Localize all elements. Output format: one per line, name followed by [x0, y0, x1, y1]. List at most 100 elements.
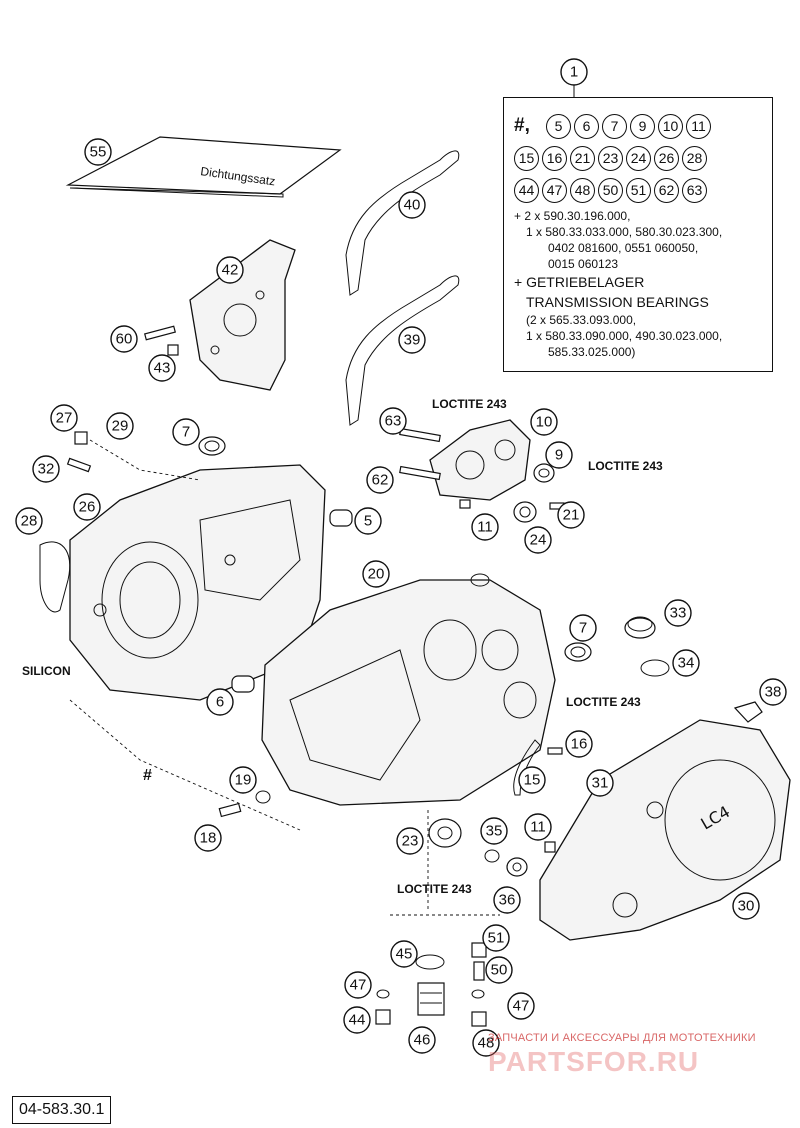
callout-1: 1	[560, 58, 588, 86]
legend-line: 585.33.025.000)	[548, 345, 636, 359]
svg-text:32: 32	[38, 461, 55, 478]
watermark: ЗАПЧАСТИ И АКСЕССУАРЫ ДЛЯ МОТОТЕХНИКИ PA…	[488, 1032, 788, 1078]
legend-symbol: 26	[654, 145, 679, 171]
bearing-23-drawing	[428, 818, 462, 848]
callout-11-bottom: 11	[524, 813, 552, 841]
svg-text:15: 15	[524, 772, 541, 789]
bearing-carrier-10-drawing	[429, 419, 531, 501]
svg-text:40: 40	[404, 197, 421, 214]
legend-symbol: 44	[514, 177, 539, 203]
svg-text:10: 10	[536, 414, 553, 431]
svg-text:16: 16	[571, 736, 588, 753]
svg-text:33: 33	[670, 605, 687, 622]
clip-15-drawing	[513, 739, 541, 796]
legend-symbol: 62	[654, 177, 679, 203]
svg-text:28: 28	[21, 513, 38, 530]
callout-29: 29	[106, 412, 134, 440]
pin-11b-drawing	[544, 841, 556, 853]
legend-hash: #,	[514, 115, 530, 136]
svg-text:11: 11	[530, 819, 546, 836]
svg-text:1: 1	[570, 64, 578, 81]
screw-16-drawing	[547, 747, 563, 755]
svg-text:26: 26	[79, 499, 96, 516]
callout-23: 23	[396, 827, 424, 855]
svg-text:35: 35	[486, 823, 503, 840]
callout-33: 33	[664, 599, 692, 627]
callout-31: 31	[586, 769, 614, 797]
legend-line: 0015 060123	[548, 257, 619, 271]
silicon-note: SILICON	[22, 664, 71, 678]
callout-47-right: 47	[507, 992, 535, 1020]
legend-line: + 2 x 590.30.196.000,	[514, 209, 631, 223]
callout-11-top: 11	[471, 513, 499, 541]
callout-30: 30	[732, 892, 760, 920]
drawing-code: 04-583.30.1	[12, 1096, 112, 1124]
legend-symbol: 11	[686, 113, 711, 139]
pin-11a-drawing	[459, 499, 471, 509]
clutch-cover-30-drawing: LC4	[539, 719, 791, 941]
washer-19-drawing	[255, 790, 271, 804]
callout-15: 15	[518, 766, 546, 794]
svg-text:38: 38	[765, 684, 782, 701]
callout-16: 16	[565, 730, 593, 758]
svg-text:21: 21	[563, 507, 580, 524]
legend-line: 1 x 580.33.033.000, 580.30.023.300,	[526, 225, 723, 239]
loctite-note-3: LOCTITE 243	[566, 695, 641, 709]
svg-text:6: 6	[216, 694, 224, 711]
cover-plate-42-drawing	[189, 239, 296, 391]
svg-text:43: 43	[154, 360, 171, 377]
legend-symbol: 15	[514, 145, 539, 171]
svg-text:34: 34	[678, 655, 695, 672]
sleeve-43-drawing	[167, 344, 179, 356]
loctite-note-4: LOCTITE 243	[397, 882, 472, 896]
legend-line: (2 x 565.33.093.000,	[526, 313, 637, 327]
plug-27-drawing	[74, 431, 88, 445]
gasket-39-drawing	[345, 275, 460, 426]
svg-text:7: 7	[182, 424, 190, 441]
svg-text:47: 47	[350, 977, 367, 994]
svg-text:62: 62	[372, 472, 389, 489]
legend-symbol: 6	[574, 113, 599, 139]
callout-35: 35	[480, 817, 508, 845]
legend-symbol: 63	[682, 177, 707, 203]
hash-note: #	[143, 767, 152, 784]
svg-text:42: 42	[222, 262, 239, 279]
screw-32-drawing	[66, 457, 92, 473]
watermark-brand: PARTSFOR.RU	[488, 1046, 700, 1077]
legend-symbol: 48	[570, 177, 595, 203]
gasket-40-drawing	[345, 150, 460, 296]
legend-symbol: 47	[542, 177, 567, 203]
plug-48-drawing	[471, 1011, 487, 1027]
callout-39: 39	[398, 326, 426, 354]
screw-63-drawing	[399, 427, 441, 443]
legend-symbol: 9	[630, 113, 655, 139]
callout-46: 46	[408, 1026, 436, 1054]
svg-text:51: 51	[488, 930, 505, 947]
legend-row-3: 44 47 48 50 51 62 63	[514, 174, 764, 206]
callout-27: 27	[50, 404, 78, 432]
legend-symbol: 7	[602, 113, 627, 139]
callout-42: 42	[216, 256, 244, 284]
callout-44: 44	[343, 1006, 371, 1034]
sleeve-6-drawing	[231, 675, 255, 693]
svg-text:60: 60	[116, 331, 133, 348]
callout-47-left: 47	[344, 971, 372, 999]
callout-7-top: 7	[172, 418, 200, 446]
svg-text:36: 36	[499, 892, 516, 909]
callout-63: 63	[379, 407, 407, 435]
right-crankcase-drawing	[261, 573, 556, 806]
manual-card-drawing: Dichtungssatz	[65, 136, 342, 198]
svg-text:44: 44	[349, 1012, 366, 1029]
callout-32: 32	[32, 455, 60, 483]
callout-38: 38	[759, 678, 787, 706]
svg-text:55: 55	[90, 144, 107, 161]
svg-text:45: 45	[396, 946, 413, 963]
callout-55: 55	[84, 138, 112, 166]
legend-line: 1 x 580.33.090.000, 490.30.023.000,	[526, 329, 723, 343]
seal-24-drawing	[513, 501, 537, 523]
oring-34-drawing	[640, 659, 670, 677]
callout-36: 36	[493, 886, 521, 914]
svg-text:50: 50	[491, 962, 508, 979]
legend-symbol: 21	[570, 145, 595, 171]
oring-47a-drawing	[376, 989, 390, 999]
